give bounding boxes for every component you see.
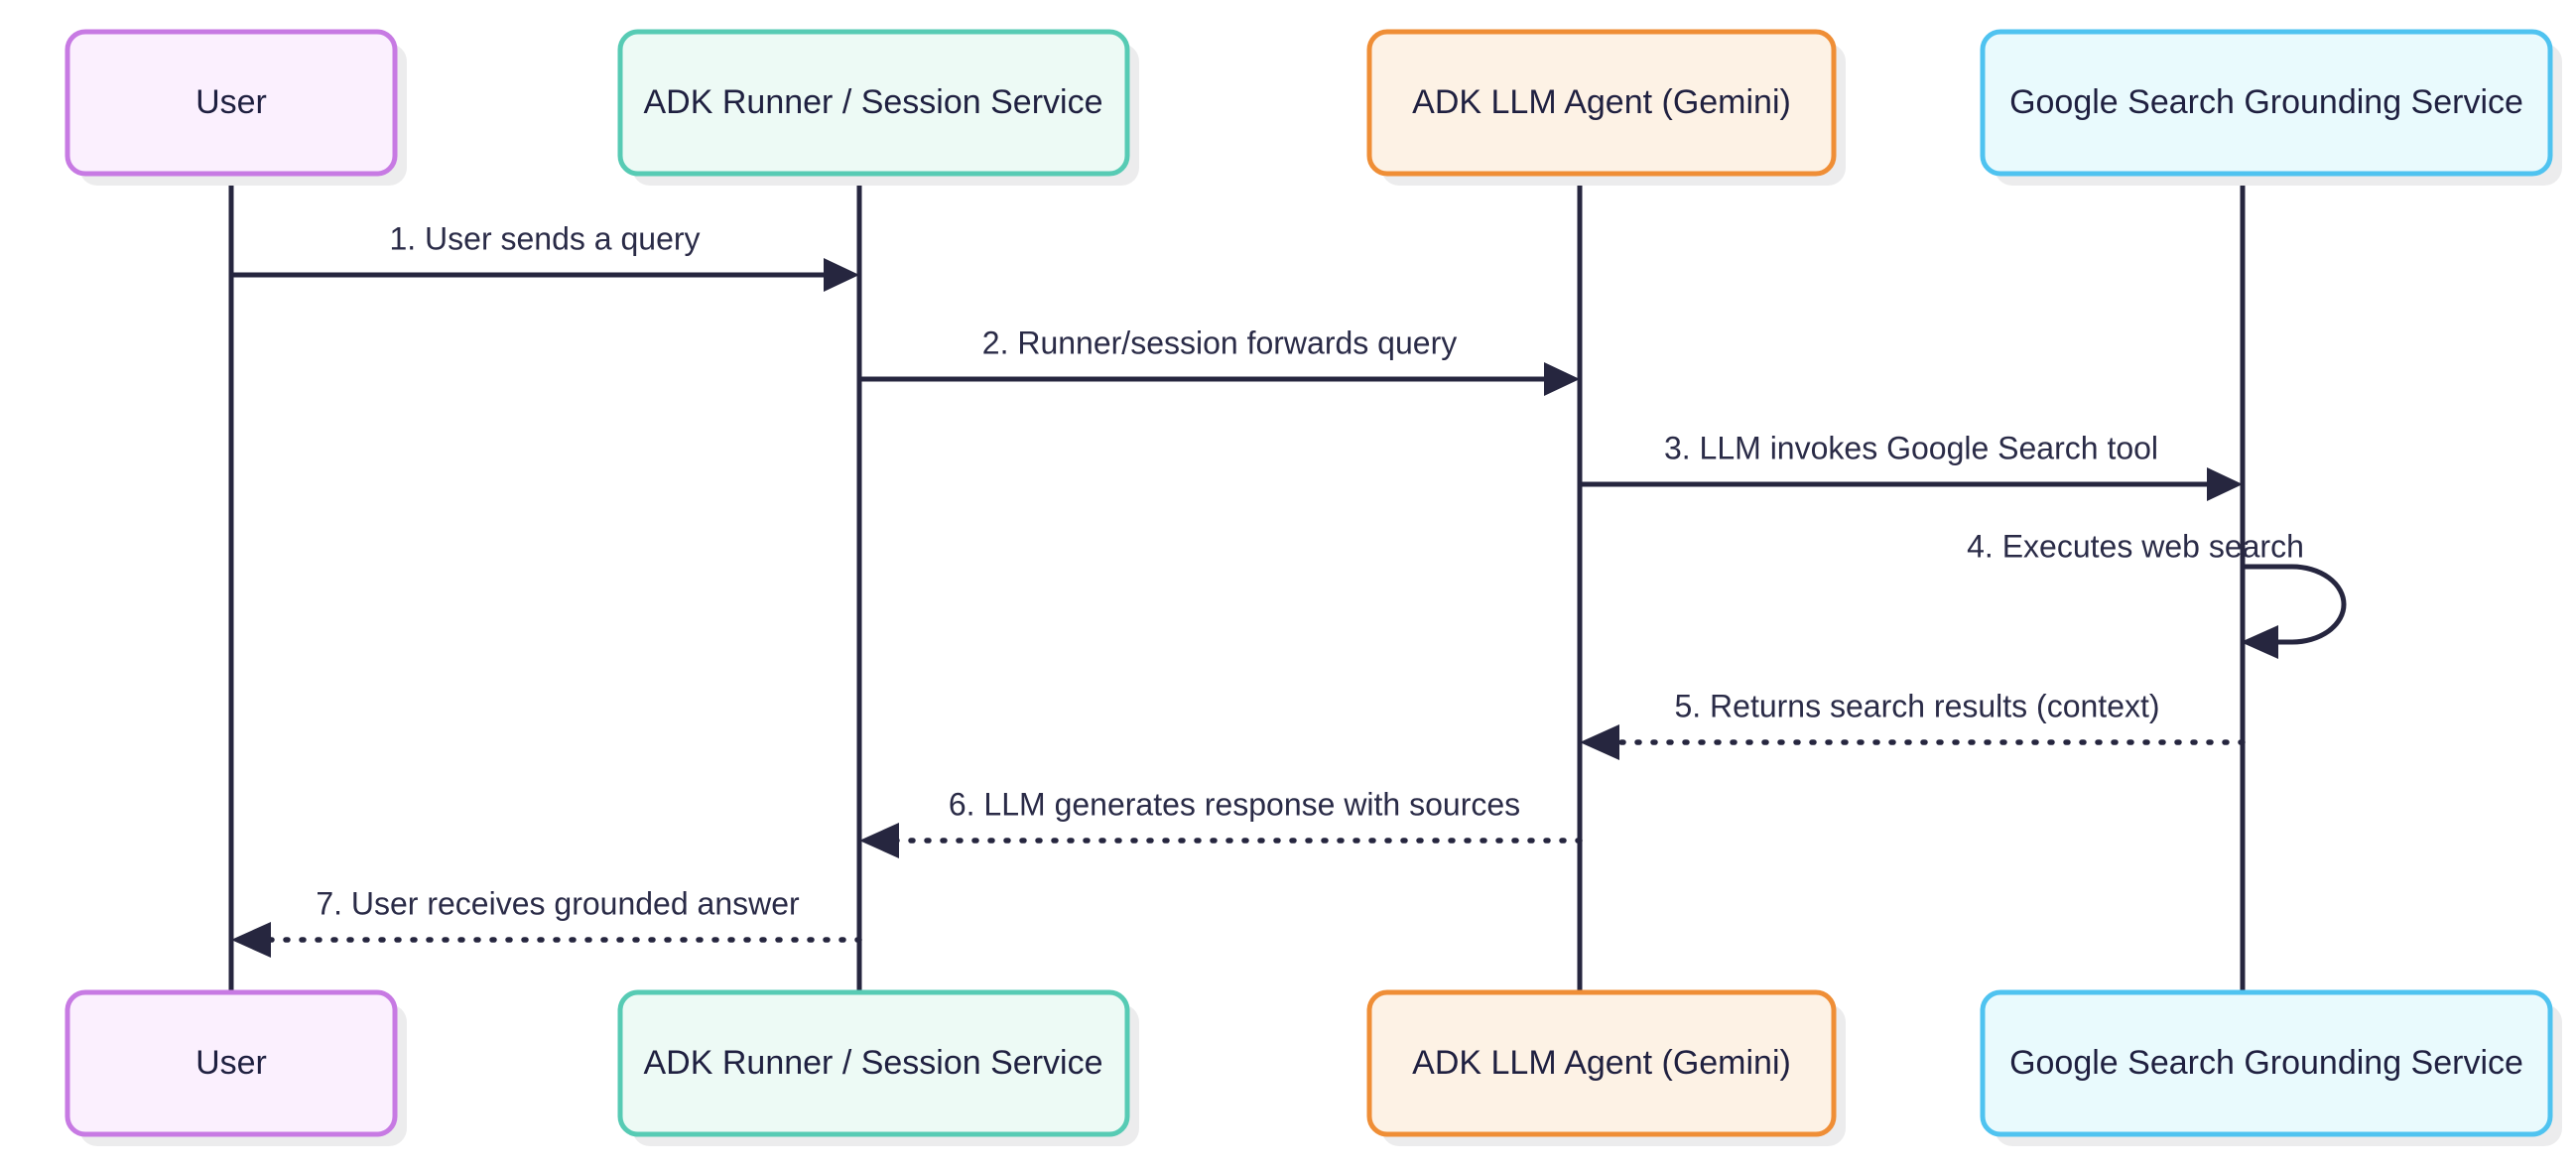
message-label-4: 4. Executes web search <box>1967 528 2304 564</box>
participant-box-user-bottom[interactable]: User <box>64 989 407 1146</box>
lifelines-layer <box>228 174 2246 992</box>
message-4-self-loop[interactable]: 4. Executes web search <box>1967 528 2347 659</box>
message-6[interactable]: 6. LLM generates response with sources <box>859 786 1583 858</box>
message-5[interactable]: 5. Returns search results (context) <box>1580 688 2246 760</box>
participant-box-agent-top[interactable]: ADK LLM Agent (Gemini) <box>1366 29 1846 186</box>
participant-box-rect-user <box>64 29 398 177</box>
participant-box-rect-search-bottom <box>1980 989 2553 1137</box>
participant-box-rect-agent-bottom <box>1366 989 1837 1137</box>
participant-label-user: User <box>195 83 267 121</box>
participant-box-search-top[interactable]: Google Search Grounding Service <box>1980 29 2562 186</box>
participant-label-search: Google Search Grounding Service <box>2009 83 2523 121</box>
participant-box-runner-bottom[interactable]: ADK Runner / Session Service <box>617 989 1139 1146</box>
message-3[interactable]: 3. LLM invokes Google Search tool <box>1580 430 2243 501</box>
participant-boxes-bottom: User ADK Runner / Session Service ADK LL… <box>64 989 2562 1146</box>
participant-box-runner-top[interactable]: ADK Runner / Session Service <box>617 29 1139 186</box>
arrow-head-right-2 <box>1544 362 1580 396</box>
message-1[interactable]: 1. User sends a query <box>231 220 859 292</box>
participant-label-agent-bottom: ADK LLM Agent (Gemini) <box>1412 1044 1791 1082</box>
participant-box-rect-runner-bottom <box>617 989 1130 1137</box>
self-loop-path-4 <box>2245 564 2347 645</box>
message-2[interactable]: 2. Runner/session forwards query <box>859 325 1580 396</box>
arrow-head-left-5 <box>1580 724 1619 760</box>
participant-label-runner-bottom: ADK Runner / Session Service <box>644 1044 1103 1082</box>
arrow-head-left-7 <box>231 922 271 958</box>
message-7[interactable]: 7. User receives grounded answer <box>231 885 862 958</box>
participant-boxes-top: User ADK Runner / Session Service ADK LL… <box>64 29 2562 186</box>
message-label-5: 5. Returns search results (context) <box>1674 688 2159 723</box>
arrow-head-right-3 <box>2207 467 2243 501</box>
participant-box-user-top[interactable]: User <box>64 29 407 186</box>
message-label-1: 1. User sends a query <box>389 220 700 256</box>
message-label-7: 7. User receives grounded answer <box>316 885 800 921</box>
participant-box-rect-agent <box>1366 29 1837 177</box>
message-label-3: 3. LLM invokes Google Search tool <box>1664 430 2158 465</box>
participant-box-agent-bottom[interactable]: ADK LLM Agent (Gemini) <box>1366 989 1846 1146</box>
message-label-6: 6. LLM generates response with sources <box>949 786 1520 822</box>
participant-label-user-bottom: User <box>195 1044 267 1082</box>
participant-box-rect-search <box>1980 29 2553 177</box>
arrow-head-left-4 <box>2241 625 2278 659</box>
participant-box-search-bottom[interactable]: Google Search Grounding Service <box>1980 989 2562 1146</box>
participant-box-rect-runner <box>617 29 1130 177</box>
participant-label-agent: ADK LLM Agent (Gemini) <box>1412 83 1791 121</box>
participant-box-rect-user-bottom <box>64 989 398 1137</box>
arrow-head-right-1 <box>824 258 859 292</box>
message-label-2: 2. Runner/session forwards query <box>982 325 1457 360</box>
participant-label-runner: ADK Runner / Session Service <box>644 83 1103 121</box>
participant-label-search-bottom: Google Search Grounding Service <box>2009 1044 2523 1082</box>
arrow-head-left-6 <box>859 823 899 858</box>
messages-layer: 1. User sends a query 2. Runner/session … <box>231 220 2347 958</box>
